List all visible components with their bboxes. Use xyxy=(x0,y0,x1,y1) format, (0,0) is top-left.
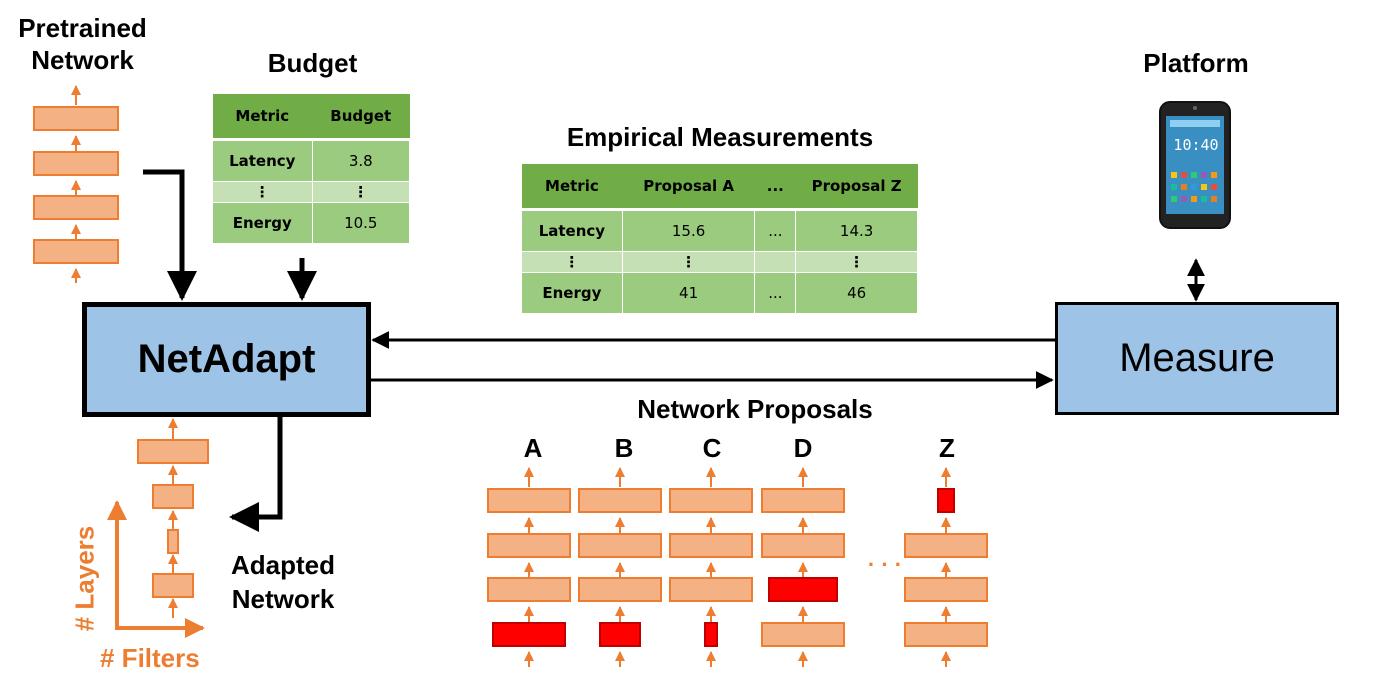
table-cell: ⋮ xyxy=(521,251,623,273)
measure-box: Measure xyxy=(1055,302,1339,415)
table-cell: 3.8 xyxy=(311,139,411,182)
proposal-label-d: D xyxy=(793,433,813,463)
pruned-layer xyxy=(704,622,718,647)
pruned-layer xyxy=(599,622,641,647)
table-cell: ⋮ xyxy=(621,251,756,273)
network-layer xyxy=(669,577,753,602)
empirical-measurements-title: Empirical Measurements xyxy=(566,122,874,152)
table-cell: 14.3 xyxy=(795,209,918,252)
network-layer xyxy=(487,577,571,602)
app-icon xyxy=(1201,172,1207,178)
network-layer xyxy=(578,488,662,513)
proposals-ellipsis: · · · xyxy=(867,552,903,577)
table-cell xyxy=(754,251,797,273)
table-row: ⋮ ⋮ xyxy=(212,181,411,203)
app-icon xyxy=(1171,196,1177,202)
empirical-header-proposal-a: Proposal A xyxy=(622,164,755,211)
measure-label: Measure xyxy=(1119,336,1275,380)
budget-header-metric: Metric xyxy=(212,94,313,141)
empirical-header-proposal-z: Proposal Z xyxy=(795,164,918,211)
app-icon xyxy=(1181,196,1187,202)
table-cell: Energy xyxy=(212,202,313,244)
network-layer xyxy=(33,106,119,131)
pretrained-to-netadapt-arrow xyxy=(143,169,197,301)
app-icon xyxy=(1181,172,1187,178)
adapted-network-label: Adapted Network xyxy=(231,550,335,614)
layer-stacks xyxy=(33,85,988,667)
app-icon xyxy=(1201,196,1207,202)
table-row: Energy 10.5 xyxy=(212,202,411,244)
network-layer xyxy=(578,533,662,558)
budget-table: Metric Budget Latency 3.8 ⋮ ⋮ Energy 10.… xyxy=(212,94,411,244)
table-cell: ⋮ xyxy=(795,251,918,273)
network-layer xyxy=(33,239,119,264)
table-cell: Latency xyxy=(212,139,313,182)
smartphone-icon xyxy=(1159,101,1231,229)
network-layer xyxy=(152,484,194,509)
network-layer xyxy=(904,622,988,647)
network-layer xyxy=(904,577,988,602)
app-icon xyxy=(1181,184,1187,190)
network-layer xyxy=(761,488,845,513)
network-layer xyxy=(487,488,571,513)
app-icon xyxy=(1211,184,1217,190)
network-layer xyxy=(761,622,845,647)
network-layer xyxy=(152,573,194,598)
network-layer xyxy=(487,533,571,558)
app-icon xyxy=(1191,196,1197,202)
table-cell: 41 xyxy=(621,272,756,314)
empirical-header-metric: Metric xyxy=(521,164,623,211)
table-cell: 10.5 xyxy=(311,202,411,244)
table-cell: ⋮ xyxy=(311,181,411,203)
network-layer xyxy=(33,151,119,176)
table-row: Latency 3.8 xyxy=(212,139,411,182)
proposal-label-a: A xyxy=(523,433,543,463)
netadapt-label: NetAdapt xyxy=(137,337,316,381)
app-icon xyxy=(1191,184,1197,190)
axis-label-layers: # Layers xyxy=(69,525,100,632)
netadapt-box: NetAdapt xyxy=(82,302,371,417)
table-row: ⋮ ⋮ ⋮ xyxy=(521,251,918,273)
app-icon xyxy=(1191,172,1197,178)
budget-header-budget: Budget xyxy=(312,94,410,141)
network-layer xyxy=(761,533,845,558)
budget-title: Budget xyxy=(267,48,358,78)
network-layer xyxy=(669,488,753,513)
axis-label-filters: # Filters xyxy=(100,643,200,673)
table-cell: Latency xyxy=(521,209,623,252)
empirical-header-ellipsis: ... xyxy=(754,164,796,211)
app-icon xyxy=(1211,196,1217,202)
platform-title: Platform xyxy=(1143,48,1249,78)
network-layer xyxy=(167,529,179,554)
app-icon xyxy=(1211,172,1217,178)
network-layer xyxy=(33,195,119,220)
proposal-label-z: Z xyxy=(939,433,955,463)
netadapt-to-adapted-arrow xyxy=(229,416,283,532)
network-layer xyxy=(578,577,662,602)
table-row: Energy 41 ... 46 xyxy=(521,272,918,314)
table-cell: 15.6 xyxy=(621,209,756,252)
table-cell: Energy xyxy=(521,272,623,314)
network-proposals-title: Network Proposals xyxy=(637,394,873,424)
network-layer xyxy=(137,439,209,464)
network-layer xyxy=(904,533,988,558)
empirical-measurements-table: Metric Proposal A ... Proposal Z Latency… xyxy=(521,164,918,314)
pruned-layer xyxy=(937,488,955,513)
proposal-label-b: B xyxy=(614,433,634,463)
table-cell: ... xyxy=(754,209,797,252)
table-cell: ... xyxy=(754,272,797,314)
pretrained-network-label: Pretrained Network xyxy=(18,13,147,75)
table-cell: 46 xyxy=(795,272,918,314)
app-icon xyxy=(1201,184,1207,190)
network-layer xyxy=(669,533,753,558)
table-row: Latency 15.6 ... 14.3 xyxy=(521,209,918,252)
app-icon xyxy=(1171,172,1177,178)
app-icon xyxy=(1171,184,1177,190)
table-cell: ⋮ xyxy=(212,181,313,203)
pruned-layer xyxy=(492,622,566,647)
pruned-layer xyxy=(768,577,838,602)
proposal-label-c: C xyxy=(702,433,722,463)
